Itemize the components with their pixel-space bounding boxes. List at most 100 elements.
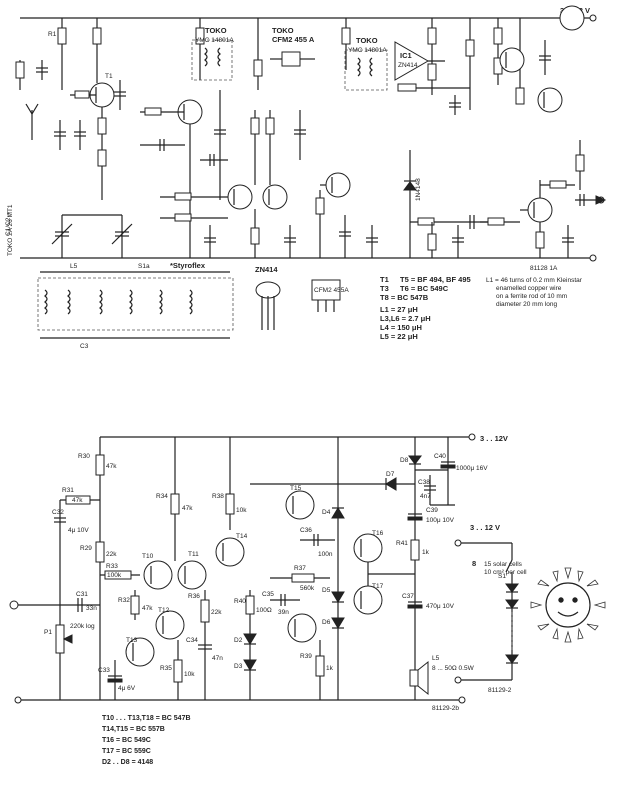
solar-cell-chain [505,583,519,664]
filter-pkg-label: CFM2 455A [314,287,349,294]
tr-list-1: T5 = BF 494, BF 495 [400,275,471,284]
bottom-supply-label: 3 . . 12V [480,434,508,443]
label-d3: D3 [234,663,243,670]
legend-4: D2 . . D8 = 4148 [102,759,153,766]
bottom-ground-left [14,696,22,704]
coil-list-1: L3,L6 = 2.7 μH [380,314,431,323]
if-transformer-2: TOKO YMC 14801A [344,36,388,91]
ic1-zn414: IC1 ZN414 [394,18,475,115]
transistor-t4 [262,184,288,210]
value-r36: 22k [211,609,222,616]
tr-list-4: T8 = BC 547B [380,293,429,302]
transistor-t15 [285,490,315,520]
transistor-t6 [527,197,553,223]
legend-2: T16 = BC 549C [102,737,151,744]
top-mixer-stage [140,90,226,258]
top-resistor-row: R1 [48,18,525,105]
transistor-t12 [155,610,185,640]
label-d4: D4 [322,509,331,516]
label-r35: R35 [160,665,172,672]
label-r30: R30 [78,453,90,460]
ant-coil-label-2: TOKO 2A 26 MT1 [7,204,14,256]
transistor-t11 [177,560,207,590]
speaker-icon [409,669,419,687]
l1-note-3: diameter 20 mm long [496,301,557,308]
label-t14: T14 [236,533,248,540]
ic-pkg-label: ZN414 [255,265,278,274]
value-r33: 100k [107,572,122,579]
transistor-t14 [215,537,245,567]
bottom-circuit: 3 . . 12V R30 47k R31 47k C32 4μ 10V R29… [9,433,606,766]
coil-list-3: L5 = 22 μH [380,332,418,341]
label-d5: D5 [322,587,331,594]
if1-label-2: YMC 14801A [195,37,234,44]
tr-list-3: T6 = BC 549C [400,284,449,293]
label-c38: C38 [418,479,430,486]
label-p1: P1 [44,629,52,636]
label-c36: C36 [300,527,312,534]
ic-label-2: ZN414 [398,62,418,69]
label-d2: D2 [234,637,243,644]
ground-terminal-top [589,254,597,262]
transistor-t10 [143,560,173,590]
l1-note-1: enamelled copper wire [496,285,562,292]
transistor-t7 [499,47,525,73]
top-if-amplifier [160,110,351,258]
value-r34: 47k [182,505,193,512]
ant-coil-label-1: C1/C2 = [5,212,12,236]
label-t11: T11 [188,551,199,558]
diode-label: 1N4148 [415,178,422,201]
figure-code-2: 81129-2 [488,687,512,694]
transistor-t5 [325,172,351,198]
if2-label-2: YMC 14801A [348,47,387,54]
value-c36: 100n [318,551,333,558]
l1-note-0: L1 = 46 turns of 0.2 mm Kleinstar [486,277,583,284]
value-c34: 47n [212,655,223,662]
switch-s1a-label: L5 [70,263,78,270]
filter-label-1: TOKO [272,26,294,35]
value-r37: 560k [300,585,315,592]
ceramic-filter: TOKO CFM2 455 A [270,26,315,67]
label-c32: C32 [52,509,64,516]
if-transformer-1: TOKO YMC 14801A [191,26,234,81]
value-r38: 10k [236,507,247,514]
audio-input-terminal [9,600,19,610]
l1-note-2: on a ferrite rod of 10 mm [496,293,567,300]
label-r32: R32 [118,597,130,604]
value-c31: 33n [86,605,97,612]
value-c37: 470μ 10V [426,603,455,610]
label-s1: S1 [498,573,506,580]
transistor-t8 [537,87,563,113]
label-t16: T16 [372,530,384,537]
sun-icon [530,567,606,643]
value-r30: 47k [106,463,117,470]
solar-note-1: 15 solar cells [484,561,523,568]
switch-s1b-label: S1a [138,263,150,270]
figure-code-2b: 81129-2b [432,705,459,712]
label-r34: R34 [156,493,168,500]
package-drawings: ZN414 CFM2 455A [255,265,349,330]
value-c39: 100μ 10V [426,517,455,524]
label-d8: D8 [400,457,409,464]
label-r29: R29 [80,545,92,552]
value-c32: 4μ 10V [68,527,89,534]
value-c33: 4μ 6V [118,685,136,692]
value-r40: 1k [422,549,430,556]
value-r35: 10k [184,671,195,678]
label-r37: R37 [294,565,306,572]
coil-cap-label: C3 [80,343,89,350]
value-r29: 22k [106,551,117,558]
transistor-t16 [353,533,383,563]
coil-bank: L5 S1a *Styroflex C3 [37,261,234,350]
top-audio-output [499,5,585,190]
value-r32: 47k [142,605,153,612]
coil-list-2: L4 = 150 μH [380,323,422,332]
value-l5: 8 ... 50Ω 0.5W [432,665,475,672]
legend-0: T10 . . . T13,T18 = BC 547B [102,715,191,722]
value-c35: 39n [278,609,289,616]
tuning-capacitors: C1/C2 = TOKO 2A 26 MT1 [5,204,133,258]
tr-list-0: T1 [380,275,389,284]
top-circuit: 3 . . 12 V R1 [5,5,607,350]
label-d6: D6 [322,619,331,626]
label-c40: C40 [434,453,446,460]
